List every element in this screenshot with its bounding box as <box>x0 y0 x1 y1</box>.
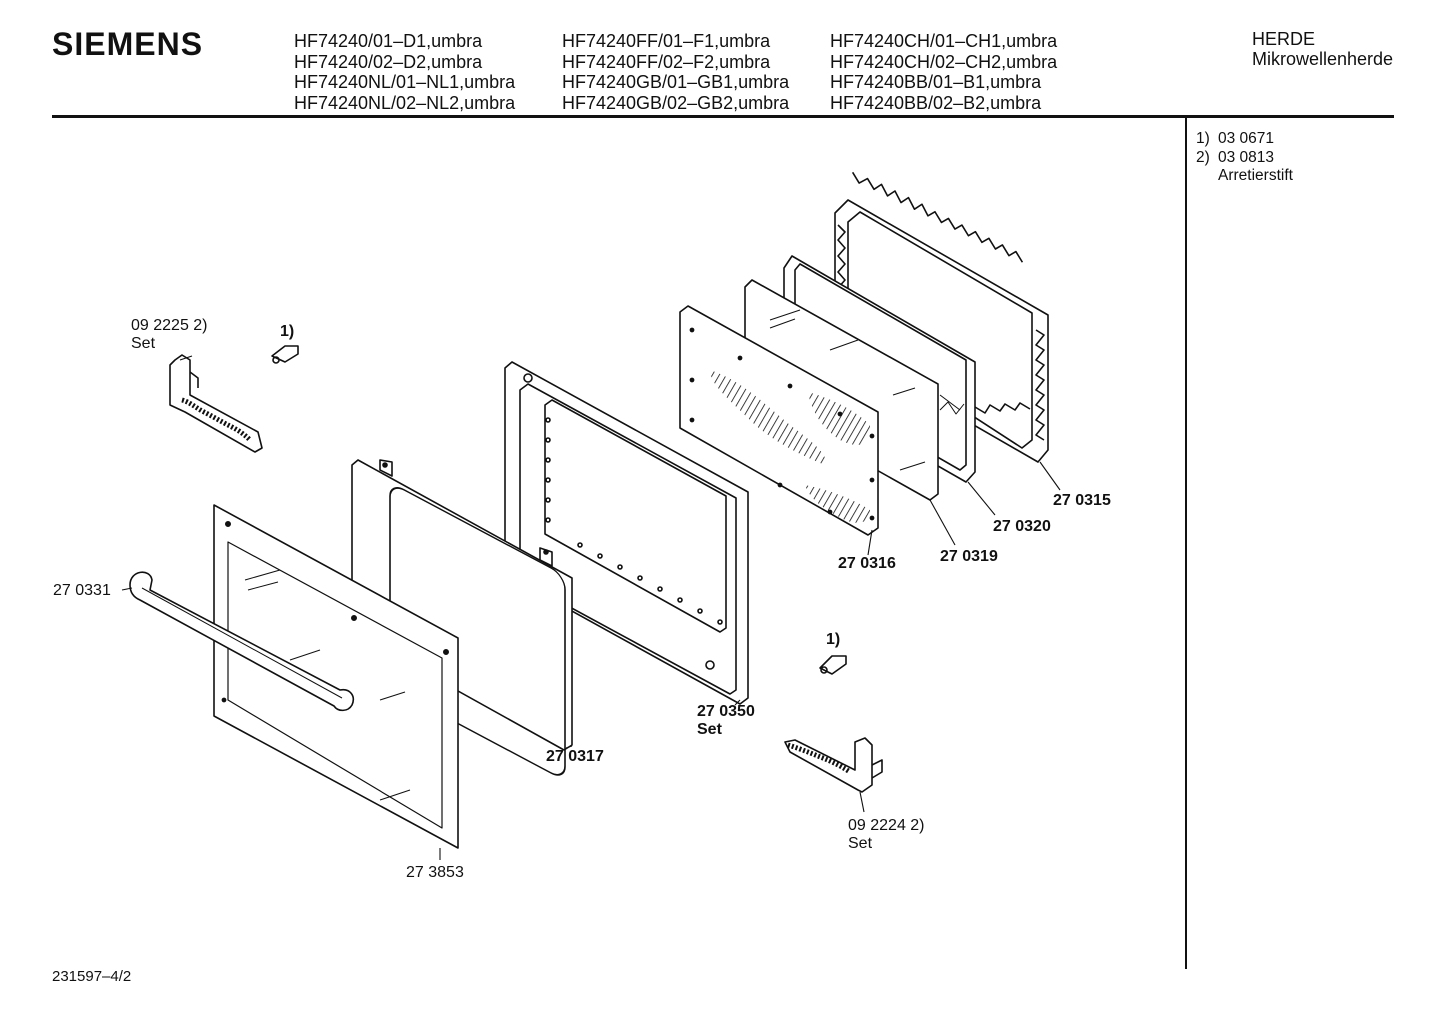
document-id: 231597–4/2 <box>52 968 132 985</box>
outer-glass-door <box>213 504 459 849</box>
part-label-270319: 27 0319 <box>940 548 998 565</box>
category-title: HERDE <box>1252 29 1316 49</box>
part-label-092224-set: Set <box>848 835 873 852</box>
clip-top <box>271 345 299 364</box>
mesh-screen-panel <box>679 305 879 536</box>
note-desc: Arretierstift <box>1218 167 1293 184</box>
part-label-092224: 09 2224 2) <box>848 817 925 834</box>
model-number: HF74240/01–D1,umbra <box>294 31 483 51</box>
category-subtitle: Mikrowellenherde <box>1252 49 1394 69</box>
part-label-270316: 27 0316 <box>838 555 896 572</box>
model-column-3: HF74240CH/01–CH1,umbra HF74240CH/02–CH2,… <box>830 31 1057 113</box>
model-column-1: HF74240/01–D1,umbra HF74240/02–D2,umbra … <box>294 31 515 113</box>
note-2: 2) 03 0813 <box>1196 149 1293 168</box>
leader-lines <box>121 355 1061 860</box>
clip-bottom <box>819 655 847 675</box>
note-code: 03 0813 <box>1218 148 1275 166</box>
model-number: HF74240CH/02–CH2,umbra <box>830 51 1058 72</box>
part-label-270331: 27 0331 <box>53 582 111 599</box>
model-number: HF74240NL/02–NL2,umbra <box>294 92 516 113</box>
part-label-273853: 27 3853 <box>406 864 464 881</box>
model-number: HF74240FF/01–F1,umbra <box>562 31 771 51</box>
model-number: HF74240BB/02–B2,umbra <box>830 92 1042 113</box>
hinge-bottom <box>784 737 883 793</box>
model-number: HF74240CH/01–CH1,umbra <box>830 31 1058 51</box>
door-handle <box>129 571 355 712</box>
part-label-270350-set: Set <box>697 721 722 738</box>
note-number: 1) <box>1196 130 1210 147</box>
note-1: 1) 03 0671 <box>1196 130 1293 149</box>
notes-panel: 1) 03 0671 2) 03 0813 Arretierstift <box>1196 130 1293 186</box>
model-number: HF74240GB/01–GB1,umbra <box>562 72 790 92</box>
model-number: HF74240FF/02–F2,umbra <box>562 51 771 72</box>
part-label-270317: 27 0317 <box>546 748 604 765</box>
ref-label-1-bottom: 1) <box>826 631 841 648</box>
window-frame <box>351 459 573 776</box>
note-number: 2) <box>1196 148 1210 166</box>
model-number: HF74240BB/01–B1,umbra <box>830 72 1042 92</box>
part-label-092225-set: Set <box>131 335 156 352</box>
note-2-description: Arretierstift <box>1196 167 1293 186</box>
brand-logo: SIEMENS <box>52 26 204 62</box>
model-number: HF74240GB/02–GB2,umbra <box>562 92 790 113</box>
part-label-092225: 09 2225 2) <box>131 317 208 334</box>
model-column-2: HF74240FF/01–F1,umbra HF74240FF/02–F2,um… <box>562 31 789 113</box>
hinge-top <box>169 354 263 453</box>
model-number: HF74240/02–D2,umbra <box>294 51 483 72</box>
category-block: HERDE Mikrowellenherde <box>1252 29 1393 69</box>
ref-label-1-top: 1) <box>280 323 295 340</box>
note-code: 03 0671 <box>1218 130 1275 147</box>
part-label-270320: 27 0320 <box>993 518 1051 535</box>
part-label-270315: 27 0315 <box>1053 492 1111 509</box>
notes-divider <box>1185 118 1187 969</box>
header-divider <box>52 115 1394 118</box>
part-label-270350: 27 0350 <box>697 703 755 720</box>
model-number: HF74240NL/01–NL1,umbra <box>294 72 516 92</box>
